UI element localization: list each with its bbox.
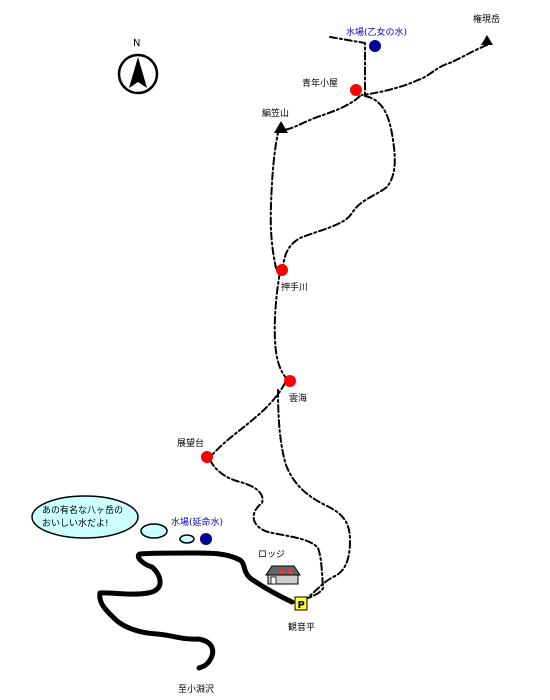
otome-water-label: 水場(乙女の水) (346, 26, 407, 38)
tenbodai-label: 展望台 (177, 437, 204, 449)
otome-water-icon (369, 40, 381, 52)
trail-tenbodai-lodge (209, 459, 325, 601)
seinen-hut-label: 青年小屋 (302, 77, 338, 89)
trail-otome-spur (329, 36, 366, 96)
trail-oshitegawa-unkai (273, 271, 289, 381)
compass-north-label: N (133, 38, 140, 49)
amigasa-peak-label: 編笠山 (262, 107, 289, 119)
trail-seinen-amigasa (281, 95, 361, 131)
oshitegawa-label: 押手川 (281, 281, 308, 293)
trail-amigasa-oshitegawa (269, 127, 280, 269)
tenbodai-marker-icon (201, 451, 213, 463)
gongen-peak-label: 権現岳 (473, 13, 500, 25)
speech-bubble-line1: あの有名な八ヶ岳の (42, 504, 123, 516)
seinen-hut-marker-icon (350, 84, 362, 96)
parking-icon: P (294, 596, 308, 611)
speech-bubble-line2: おいしい水だよ! (42, 517, 109, 529)
parking-icon-letter: P (298, 600, 305, 611)
kannondaira-label: 観音平 (288, 621, 315, 633)
speech-bubble (31, 495, 195, 544)
lodge-icon (265, 565, 301, 585)
trail-unkai-parking-east (277, 389, 351, 601)
trail-seinen-oshitegawa-east (282, 95, 396, 269)
unkai-marker-icon (284, 375, 296, 387)
amigasa-peak-icon (274, 121, 288, 133)
road-to-kobuchizawa (97, 550, 295, 671)
gongen-peak-icon (481, 35, 493, 45)
oshitegawa-marker-icon (276, 264, 288, 276)
trail-gongen-seinen (361, 44, 488, 96)
trail-network (209, 36, 488, 601)
enmei-water-label: 水場(延命水) (171, 516, 223, 528)
trail-unkai-tenbodai (211, 382, 286, 456)
unkai-label: 雲海 (289, 392, 307, 404)
enmei-water-icon (200, 533, 212, 545)
road-destination-label: 至小淵沢 (178, 683, 214, 695)
compass-icon (117, 53, 159, 95)
lodge-label: ロッジ (258, 550, 285, 560)
